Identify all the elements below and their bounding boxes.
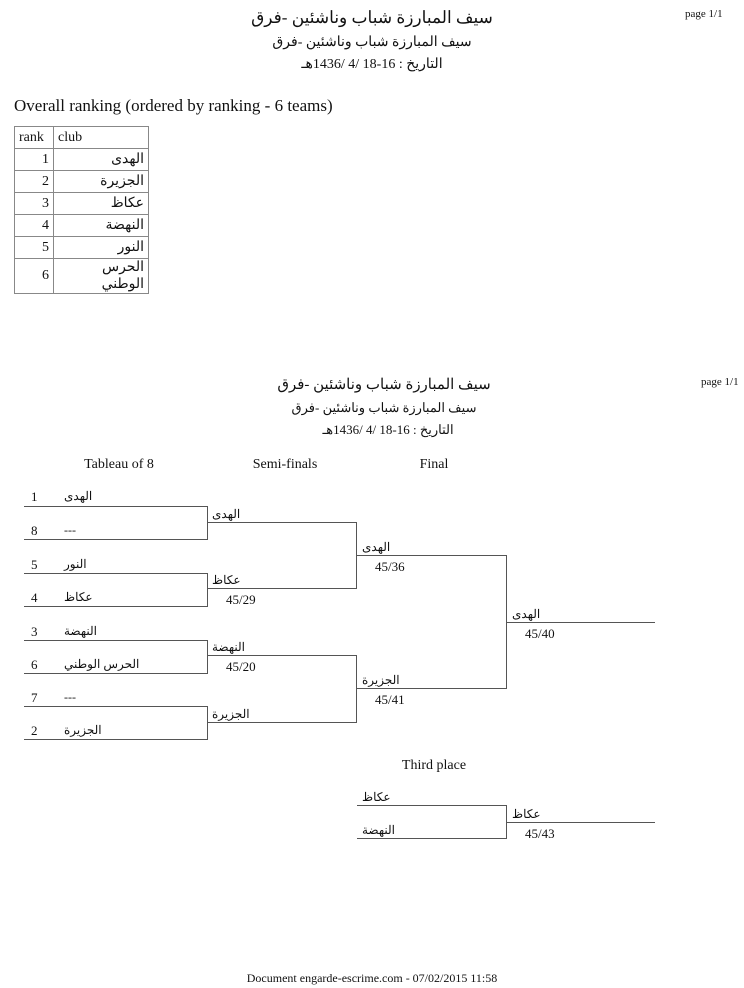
- semifinal-score: 45/20: [226, 659, 256, 674]
- bracket-line: [24, 673, 208, 674]
- round-header-semifinals: Semi-finals: [252, 457, 318, 472]
- rank-cell: 5: [14, 236, 54, 259]
- page1-date: التاريخ : 16-18 /4 /1436هـ: [301, 57, 443, 72]
- round-header-final: Final: [419, 457, 449, 472]
- bracket-line: [208, 655, 357, 656]
- third-place-entry: النهضة: [362, 823, 395, 837]
- bracket-line: [24, 739, 208, 740]
- bracket-line: [24, 573, 208, 574]
- club-cell: الهدى: [53, 148, 149, 171]
- bracket-entry: النهضة: [64, 624, 97, 638]
- third-place-heading: Third place: [401, 758, 467, 773]
- page2-subtitle: سيف المبارزة شباب وناشئين -فرق: [291, 400, 477, 415]
- seed-number: 5: [31, 557, 38, 572]
- bracket-entry: الهدى: [64, 489, 93, 503]
- bracket-line: [24, 506, 208, 507]
- bracket-line: [24, 640, 208, 641]
- seed-number: 6: [31, 657, 38, 672]
- semifinal-entry: الهدى: [212, 507, 241, 521]
- page2-date: التاريخ : 16-18 /4 /1436هـ: [322, 422, 454, 437]
- bracket-entry: ---: [64, 523, 76, 537]
- club-cell: النهضة: [53, 214, 149, 237]
- third-place-winner-name: عكاظ: [512, 807, 541, 821]
- bracket-line: [357, 838, 507, 839]
- seed-number: 3: [31, 624, 38, 639]
- bracket-connector: [356, 655, 357, 722]
- bracket-connector: [207, 506, 208, 539]
- document-footer: Document engarde-escrime.com - 07/02/201…: [246, 971, 498, 985]
- final-score: 45/41: [375, 692, 405, 707]
- rank-cell: 6: [14, 258, 54, 294]
- bracket-entry: عكاظ: [64, 590, 93, 604]
- page2-title: سيف المبارزة شباب وناشئين -فرق: [277, 377, 491, 393]
- winner-score: 45/40: [525, 626, 555, 641]
- bracket-entry: الجزيرة: [64, 723, 102, 737]
- ranking-header-row: rank club: [14, 126, 149, 149]
- semifinal-entry: النهضة: [212, 640, 245, 654]
- bracket-line: [208, 588, 357, 589]
- bracket-line: [24, 706, 208, 707]
- bracket-line: [507, 622, 655, 623]
- bracket-connector: [506, 805, 507, 838]
- bracket-entry: النور: [64, 557, 87, 571]
- bracket-line: [24, 539, 208, 540]
- bracket-connector: [207, 640, 208, 673]
- bracket-line: [507, 822, 655, 823]
- bracket-connector: [356, 522, 357, 588]
- bracket-line: [357, 805, 507, 806]
- semifinal-entry: الجزيرة: [212, 707, 250, 721]
- seed-number: 4: [31, 590, 38, 605]
- page2-page-label: page 1/1: [701, 376, 739, 388]
- bracket-line: [357, 688, 507, 689]
- club-column-header: club: [53, 126, 149, 149]
- bracket-entry: ---: [64, 690, 76, 704]
- page1-subtitle: سيف المبارزة شباب وناشئين -فرق: [272, 35, 472, 50]
- semifinal-entry: عكاظ: [212, 573, 241, 587]
- page1-page-label: page 1/1: [685, 8, 723, 20]
- third-place-winner-score: 45/43: [525, 826, 555, 841]
- page1-title: سيف المبارزة شباب وناشئين -فرق: [251, 8, 493, 27]
- final-entry: الجزيرة: [362, 673, 400, 687]
- bracket-connector: [207, 706, 208, 739]
- bracket-line: [24, 606, 208, 607]
- bracket-line: [357, 555, 507, 556]
- round-header-tableau8: Tableau of 8: [84, 457, 154, 472]
- bracket-line: [208, 722, 357, 723]
- semifinal-score: 45/29: [226, 592, 256, 607]
- rank-cell: 3: [14, 192, 54, 215]
- final-score: 45/36: [375, 559, 405, 574]
- ranking-heading: Overall ranking (ordered by ranking - 6 …: [14, 96, 333, 115]
- winner-name: الهدى: [512, 607, 541, 621]
- rank-column-header: rank: [14, 126, 54, 149]
- rank-cell: 2: [14, 170, 54, 193]
- club-cell: النور: [53, 236, 149, 259]
- final-entry: الهدى: [362, 540, 391, 554]
- club-cell: الحرس الوطني: [53, 258, 149, 294]
- seed-number: 7: [31, 690, 38, 705]
- bracket-line: [208, 522, 357, 523]
- seed-number: 2: [31, 723, 38, 738]
- third-place-entry: عكاظ: [362, 790, 391, 804]
- bracket-connector: [506, 555, 507, 688]
- club-cell: عكاظ: [53, 192, 149, 215]
- seed-number: 1: [31, 489, 38, 504]
- seed-number: 8: [31, 523, 38, 538]
- bracket-entry: الحرس الوطني: [64, 657, 140, 671]
- bracket-connector: [207, 573, 208, 606]
- rank-cell: 4: [14, 214, 54, 237]
- club-cell: الجزيرة: [53, 170, 149, 193]
- rank-cell: 1: [14, 148, 54, 171]
